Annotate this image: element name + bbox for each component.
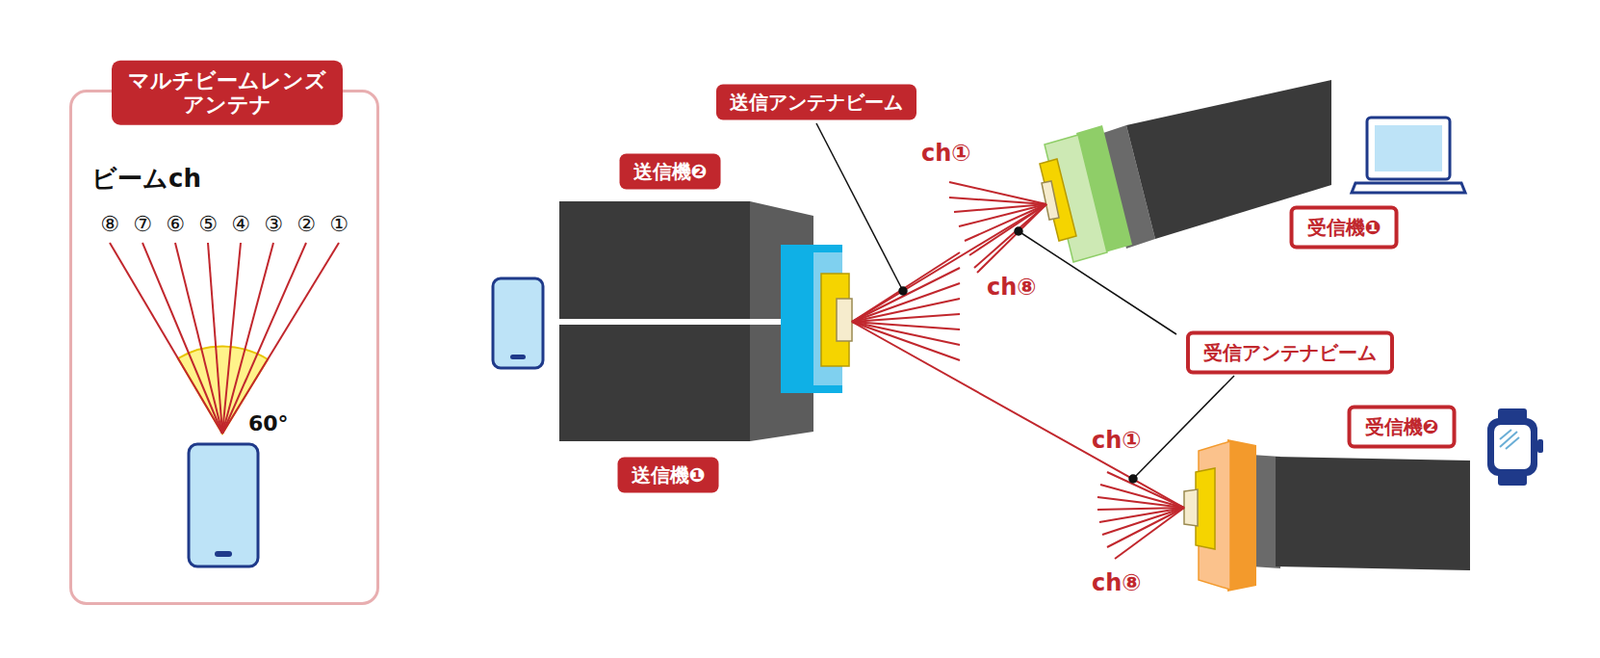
phone-icon xyxy=(188,443,259,567)
receiver-body xyxy=(1184,489,1198,526)
beam-line xyxy=(222,242,307,434)
beam-channel-number: ① xyxy=(329,212,349,236)
beam-line xyxy=(949,181,1047,205)
panel-heading: ビームch xyxy=(91,161,202,196)
beam-line xyxy=(851,267,960,322)
device-tag: 送信機❶ xyxy=(618,457,720,493)
receiver-body xyxy=(1039,79,1332,262)
transmit-antenna xyxy=(836,298,852,341)
phone-icon xyxy=(492,278,543,368)
beam-line xyxy=(109,242,223,434)
beam-line xyxy=(1107,507,1185,547)
leader-line xyxy=(1129,474,1137,483)
tag-text: 送信アンテナビーム xyxy=(729,89,904,116)
transmitter-body xyxy=(559,201,750,319)
receiver-body xyxy=(1227,438,1257,592)
beam-channel-number: ⑤ xyxy=(198,212,218,236)
beam-line xyxy=(851,283,960,322)
beam-channel-number: ⑥ xyxy=(165,212,185,236)
beam-line xyxy=(851,298,960,322)
leader-line xyxy=(1018,231,1177,335)
beam-line xyxy=(1114,507,1185,559)
laptop-icon xyxy=(1374,125,1443,172)
beam-line xyxy=(142,242,223,434)
beam-channel-number: ④ xyxy=(231,212,251,236)
transmitter-body xyxy=(559,201,814,441)
callout-box: 送信アンテナビーム xyxy=(716,84,917,121)
beam-channel-number: ② xyxy=(296,212,316,236)
watch-icon xyxy=(1487,408,1544,486)
watch-icon xyxy=(1487,417,1538,476)
beam-line xyxy=(851,321,1185,508)
tag-text: 送信機❶ xyxy=(631,462,706,489)
beam-line xyxy=(964,204,1047,241)
watch-icon xyxy=(1537,438,1544,453)
phone-icon xyxy=(188,443,259,567)
panel-title: マルチビームレンズ アンテナ xyxy=(111,60,343,126)
device-tag: 受信機❷ xyxy=(1347,405,1457,449)
leader-line xyxy=(816,123,904,291)
laptop-icon xyxy=(1351,117,1466,193)
beam-line xyxy=(851,204,1047,322)
antenna-panel: ビームchマルチビームレンズ アンテナ xyxy=(69,89,380,605)
receiver-body xyxy=(1275,456,1471,570)
channel-label: ch① xyxy=(1091,427,1142,453)
receiver-body xyxy=(1184,438,1471,592)
beam-line xyxy=(222,242,339,434)
beam-line xyxy=(977,204,1047,273)
leader-line xyxy=(816,123,1235,483)
tag-text: 受信機❶ xyxy=(1307,214,1382,241)
angle-label: 60° xyxy=(248,412,289,436)
channel-label: ch① xyxy=(921,140,972,166)
beam-line xyxy=(1102,507,1185,535)
receiver-body xyxy=(1041,180,1059,220)
tag-text: 送信機❷ xyxy=(633,158,708,185)
callout-box: 受信アンテナビーム xyxy=(1186,331,1394,375)
beam-lines xyxy=(851,181,1185,559)
phone-icon xyxy=(510,354,526,360)
beam-line xyxy=(222,242,274,434)
receiver-body xyxy=(1195,467,1215,549)
watch-icon xyxy=(1499,429,1520,449)
beam-channel-number: ③ xyxy=(263,212,284,236)
leader-line xyxy=(1014,227,1023,235)
phone-icon xyxy=(492,278,543,368)
transmit-antenna xyxy=(780,244,852,393)
watch-icon xyxy=(1494,424,1531,469)
receiver-body xyxy=(1039,158,1077,241)
transmitter-body xyxy=(559,324,750,441)
leader-line xyxy=(1133,375,1235,479)
beam-line xyxy=(1097,496,1185,508)
laptop-icon xyxy=(1351,182,1466,193)
beam-channel-number: ⑦ xyxy=(132,212,153,236)
beam-line xyxy=(207,242,223,434)
panel-beam-lines xyxy=(109,242,339,434)
channel-label: ch⑧ xyxy=(1091,569,1142,595)
beam-line xyxy=(851,313,960,322)
tag-text: 受信機❷ xyxy=(1365,413,1440,440)
beam-line xyxy=(949,197,1047,205)
device-tag: 送信機❷ xyxy=(619,154,722,190)
beam-line xyxy=(222,242,241,434)
device-tag: 受信機❶ xyxy=(1290,206,1399,250)
leader-line xyxy=(899,286,907,295)
beam-channel-number: ⑧ xyxy=(100,212,120,236)
beam-line xyxy=(969,204,1047,256)
beam-line xyxy=(175,242,223,434)
laptop-icon xyxy=(1367,117,1450,180)
phone-icon xyxy=(214,550,233,557)
beam-line xyxy=(851,321,960,361)
tag-text: 受信アンテナビーム xyxy=(1203,339,1377,366)
tag-text: マルチビームレンズ アンテナ xyxy=(121,68,334,118)
beam-line xyxy=(1100,484,1185,508)
channel-label: ch⑧ xyxy=(986,274,1037,300)
